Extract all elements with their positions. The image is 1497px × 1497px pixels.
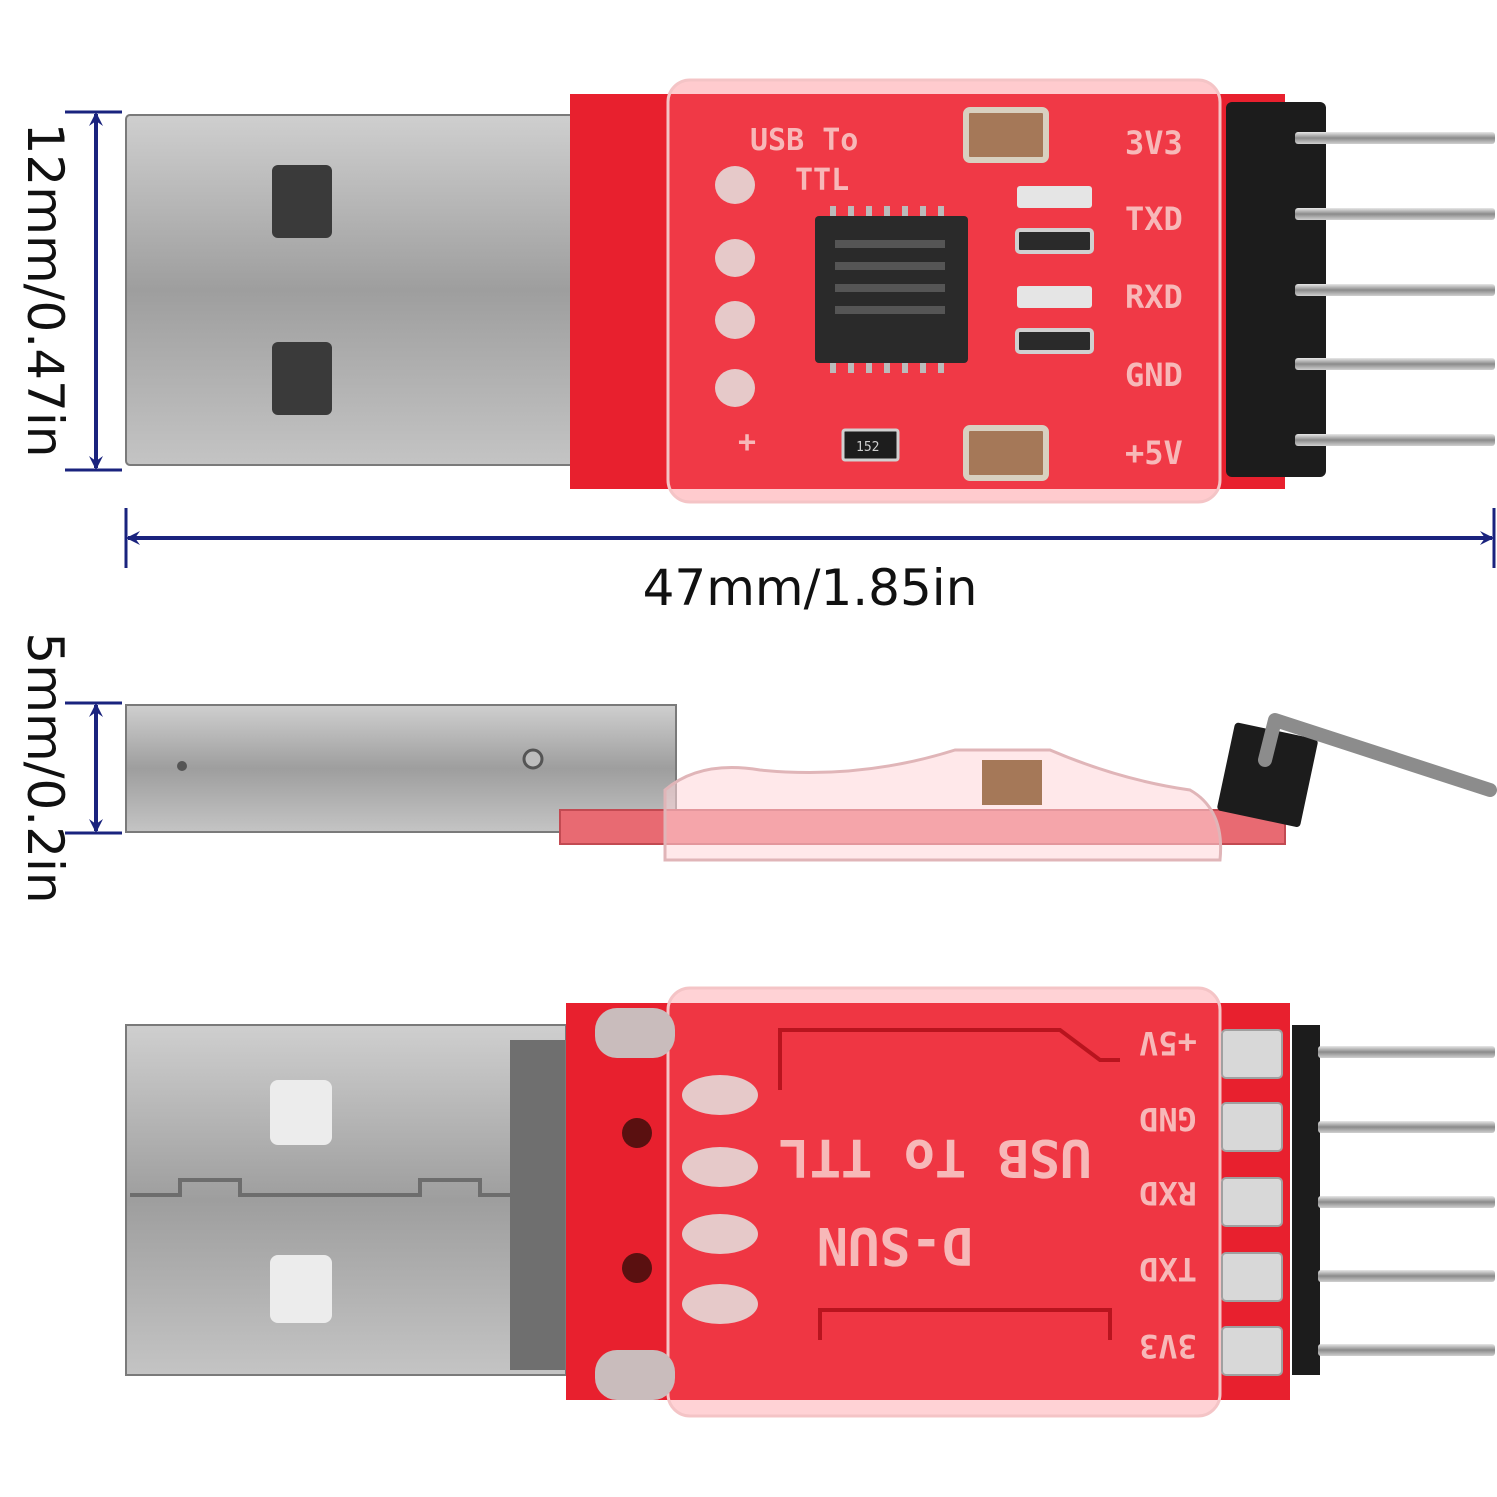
side-view-module [125,704,1497,862]
pin-label-rxd-bottom: RXD [1139,1174,1197,1212]
pin-label-rxd: RXD [1125,278,1183,316]
pin-label-5v: +5V [1125,434,1183,472]
pin-label-gnd-bottom: GND [1139,1100,1197,1138]
usb-pad [715,239,755,277]
silk-plus-mark: + [738,425,756,460]
usb-pad-bottom [682,1075,758,1115]
resistor [1015,228,1094,254]
usb-pad-bottom [682,1214,758,1254]
silk-brand: D-SUN [817,1215,974,1275]
pin-label-txd: TXD [1125,200,1183,238]
pcb-bottom [566,1003,1290,1400]
header-pins-top [1295,132,1495,446]
usb-pad [715,301,755,339]
bent-pin-side [1258,713,1497,797]
pin-header-bottom [1292,1025,1320,1375]
chip-pins [830,206,944,373]
usb-pad-bottom [682,1147,758,1187]
mount-pad [595,1350,675,1400]
pin-label-3v3-bottom: 3V3 [1139,1327,1197,1365]
solder-pads-bottom [1221,1029,1283,1376]
side-dimple [177,761,187,771]
pin-label-5v-bottom: +5V [1139,1024,1197,1062]
width-label: 47mm/1.85in [643,559,978,617]
capacitor-side [982,760,1042,805]
usb-window-lower [270,1255,332,1323]
header-side [1217,722,1318,828]
height-label: 12mm/0.47in [16,123,74,458]
silk-title-line1: USB To [750,123,858,158]
pcb-trace [778,1028,1120,1090]
via-hole [622,1118,652,1148]
silk-title-line2: TTL [795,163,849,198]
silk-usb-to-ttl: USB To TTL [778,1127,1091,1187]
thickness-dimension [65,701,122,835]
usb-hole-top-lower [272,342,332,415]
pin-label-gnd: GND [1125,356,1183,394]
usb-hole-top-upper [272,165,332,238]
top-view-module: USB To TTL + 152 3V3 TXD RXD GND +5V [125,78,1495,504]
heatshrink-side [663,748,1223,862]
resistor-152 [841,428,900,462]
usb-seam [130,1178,560,1197]
resistor [1015,328,1094,354]
thickness-label: 5mm/0.2in [16,632,74,903]
mount-pad [595,1008,675,1058]
led [1017,286,1092,308]
solder-tab [510,1040,565,1370]
usb-pad [715,166,755,204]
width-dimension [124,508,1496,568]
capacitor [963,107,1049,163]
clear-heatshrink-bottom [666,986,1222,1418]
height-dimension [65,110,122,472]
header-pins-bottom [1318,1046,1495,1356]
pcb-trace [818,1308,1112,1340]
usb-pad-bottom [682,1284,758,1324]
pin-label-3v3: 3V3 [1125,124,1183,162]
bottom-view-module: USB To TTL D-SUN +5V GND RXD TXD 3V3 [125,986,1495,1418]
pin-label-txd-bottom: TXD [1139,1250,1197,1288]
usb-window-upper [270,1080,332,1145]
side-dimple [522,748,544,770]
chip-marking [835,240,945,314]
capacitor [963,425,1049,481]
led [1017,186,1092,208]
pin-header-top [1226,102,1326,477]
via-hole [622,1253,652,1283]
usb-pad [715,369,755,407]
resistor-code: 152 [856,440,879,455]
usb-connector-bottom [125,1024,567,1376]
